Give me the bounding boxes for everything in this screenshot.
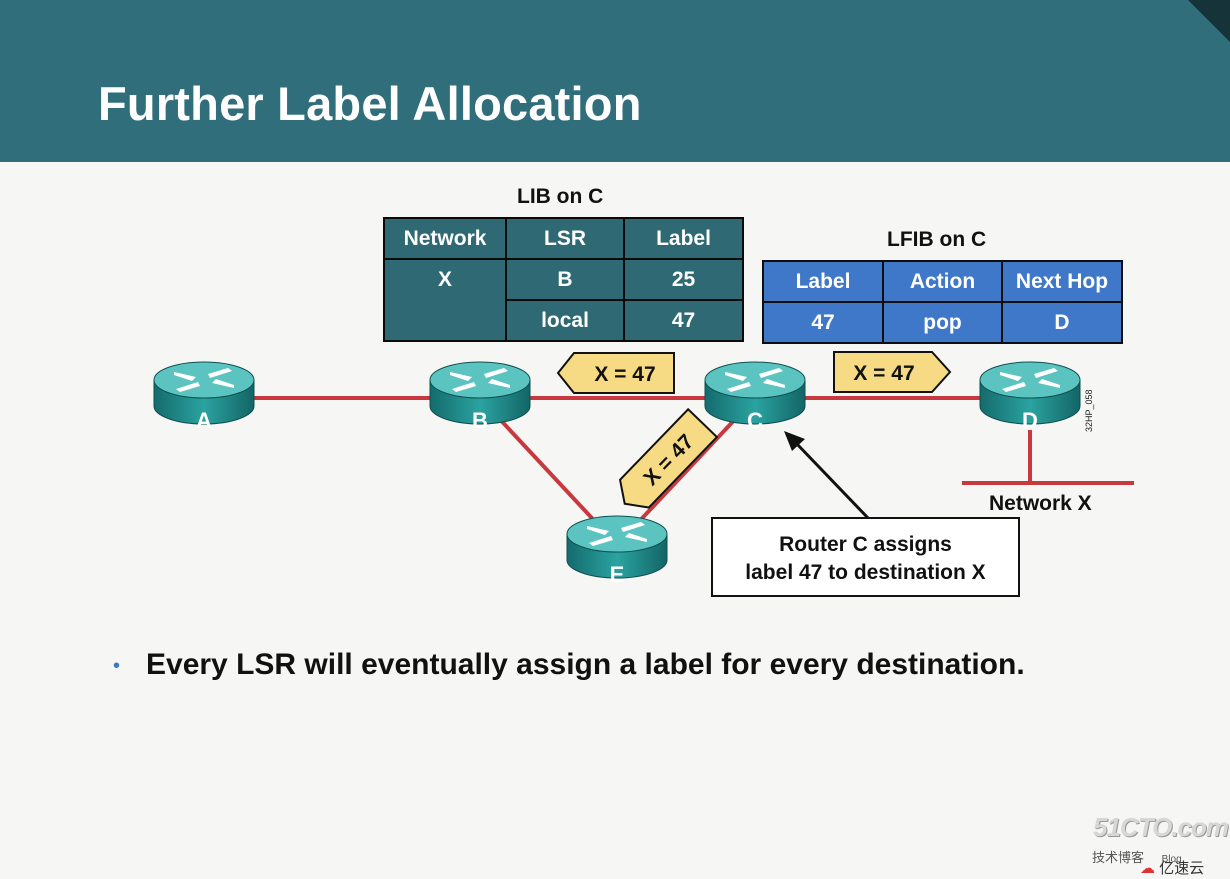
callout-line-2: label 47 to destination X: [745, 561, 986, 584]
bullet-text: Every LSR will eventually assign a label…: [146, 648, 1025, 681]
router-a-label: A: [196, 408, 212, 433]
lib-col-lsr: LSR: [505, 217, 625, 260]
slide-title: Further Label Allocation: [98, 77, 642, 130]
watermark-sub: 技术博客 Blog: [1092, 847, 1182, 866]
bullet-marker: •: [113, 655, 121, 677]
router-c-label: C: [747, 408, 763, 433]
lfib-col-label: Label: [762, 260, 884, 303]
lib-header-row: Network LSR Label: [383, 217, 744, 260]
advert-tag-c-to-d: X = 47: [833, 351, 952, 393]
lib-col-label: Label: [623, 217, 744, 260]
lib-label-cell: 25: [623, 258, 744, 301]
lfib-caption: LFIB on C: [887, 228, 987, 251]
watermark-logo: ☁ 亿速云: [1140, 857, 1204, 878]
lib-table: Network LSR Label X B 25 local 47: [383, 217, 744, 342]
banner-corner: [1188, 0, 1230, 42]
lfib-row: 47 pop D: [762, 301, 1123, 344]
title-banner: Further Label Allocation: [0, 0, 1230, 162]
lfib-label-cell: 47: [762, 301, 884, 344]
network-x-label: Network X: [989, 492, 1092, 515]
lib-lsr-cell: local: [505, 299, 625, 342]
lfib-col-action: Action: [882, 260, 1003, 303]
router-b-label: B: [472, 408, 488, 433]
figure-id: 32HP_058: [1084, 389, 1094, 432]
router-e-label: E: [609, 562, 625, 587]
watermark-logo-text: 亿速云: [1159, 860, 1205, 877]
watermark-sub-cn: 技术博客: [1092, 850, 1145, 865]
advert-text-c-to-b: X = 47: [594, 363, 655, 386]
advert-tag-c-to-b: X = 47: [556, 352, 675, 394]
lib-label-cell: 47: [623, 299, 744, 342]
advert-text-c-to-d: X = 47: [853, 362, 914, 385]
watermark-sub-en: Blog: [1161, 854, 1182, 865]
lib-network-cell: X: [383, 258, 507, 342]
watermark-site: 51CTO.com: [1093, 812, 1229, 842]
lib-row: X B 25: [383, 258, 744, 342]
lfib-action-cell: pop: [882, 301, 1003, 344]
lib-row: local 47: [384, 299, 744, 342]
advert-tag-c-to-e: X = 47: [618, 407, 719, 509]
router-d-label: D: [1022, 408, 1038, 433]
lib-caption: LIB on C: [517, 185, 604, 208]
lfib-col-next-hop: Next Hop: [1001, 260, 1123, 303]
lib-lsr-cell: B: [505, 258, 625, 301]
callout-box: Router C assigns label 47 to destination…: [711, 517, 1020, 597]
callout-arrow: [784, 431, 870, 520]
lfib-next-hop-cell: D: [1001, 301, 1123, 344]
callout-line-1: Router C assigns: [779, 533, 952, 556]
cloud-logo-icon: ☁: [1140, 860, 1155, 877]
lfib-header-row: Label Action Next Hop: [762, 260, 1123, 303]
lfib-table: Label Action Next Hop 47 pop D: [762, 260, 1123, 344]
lib-col-network: Network: [383, 217, 507, 260]
